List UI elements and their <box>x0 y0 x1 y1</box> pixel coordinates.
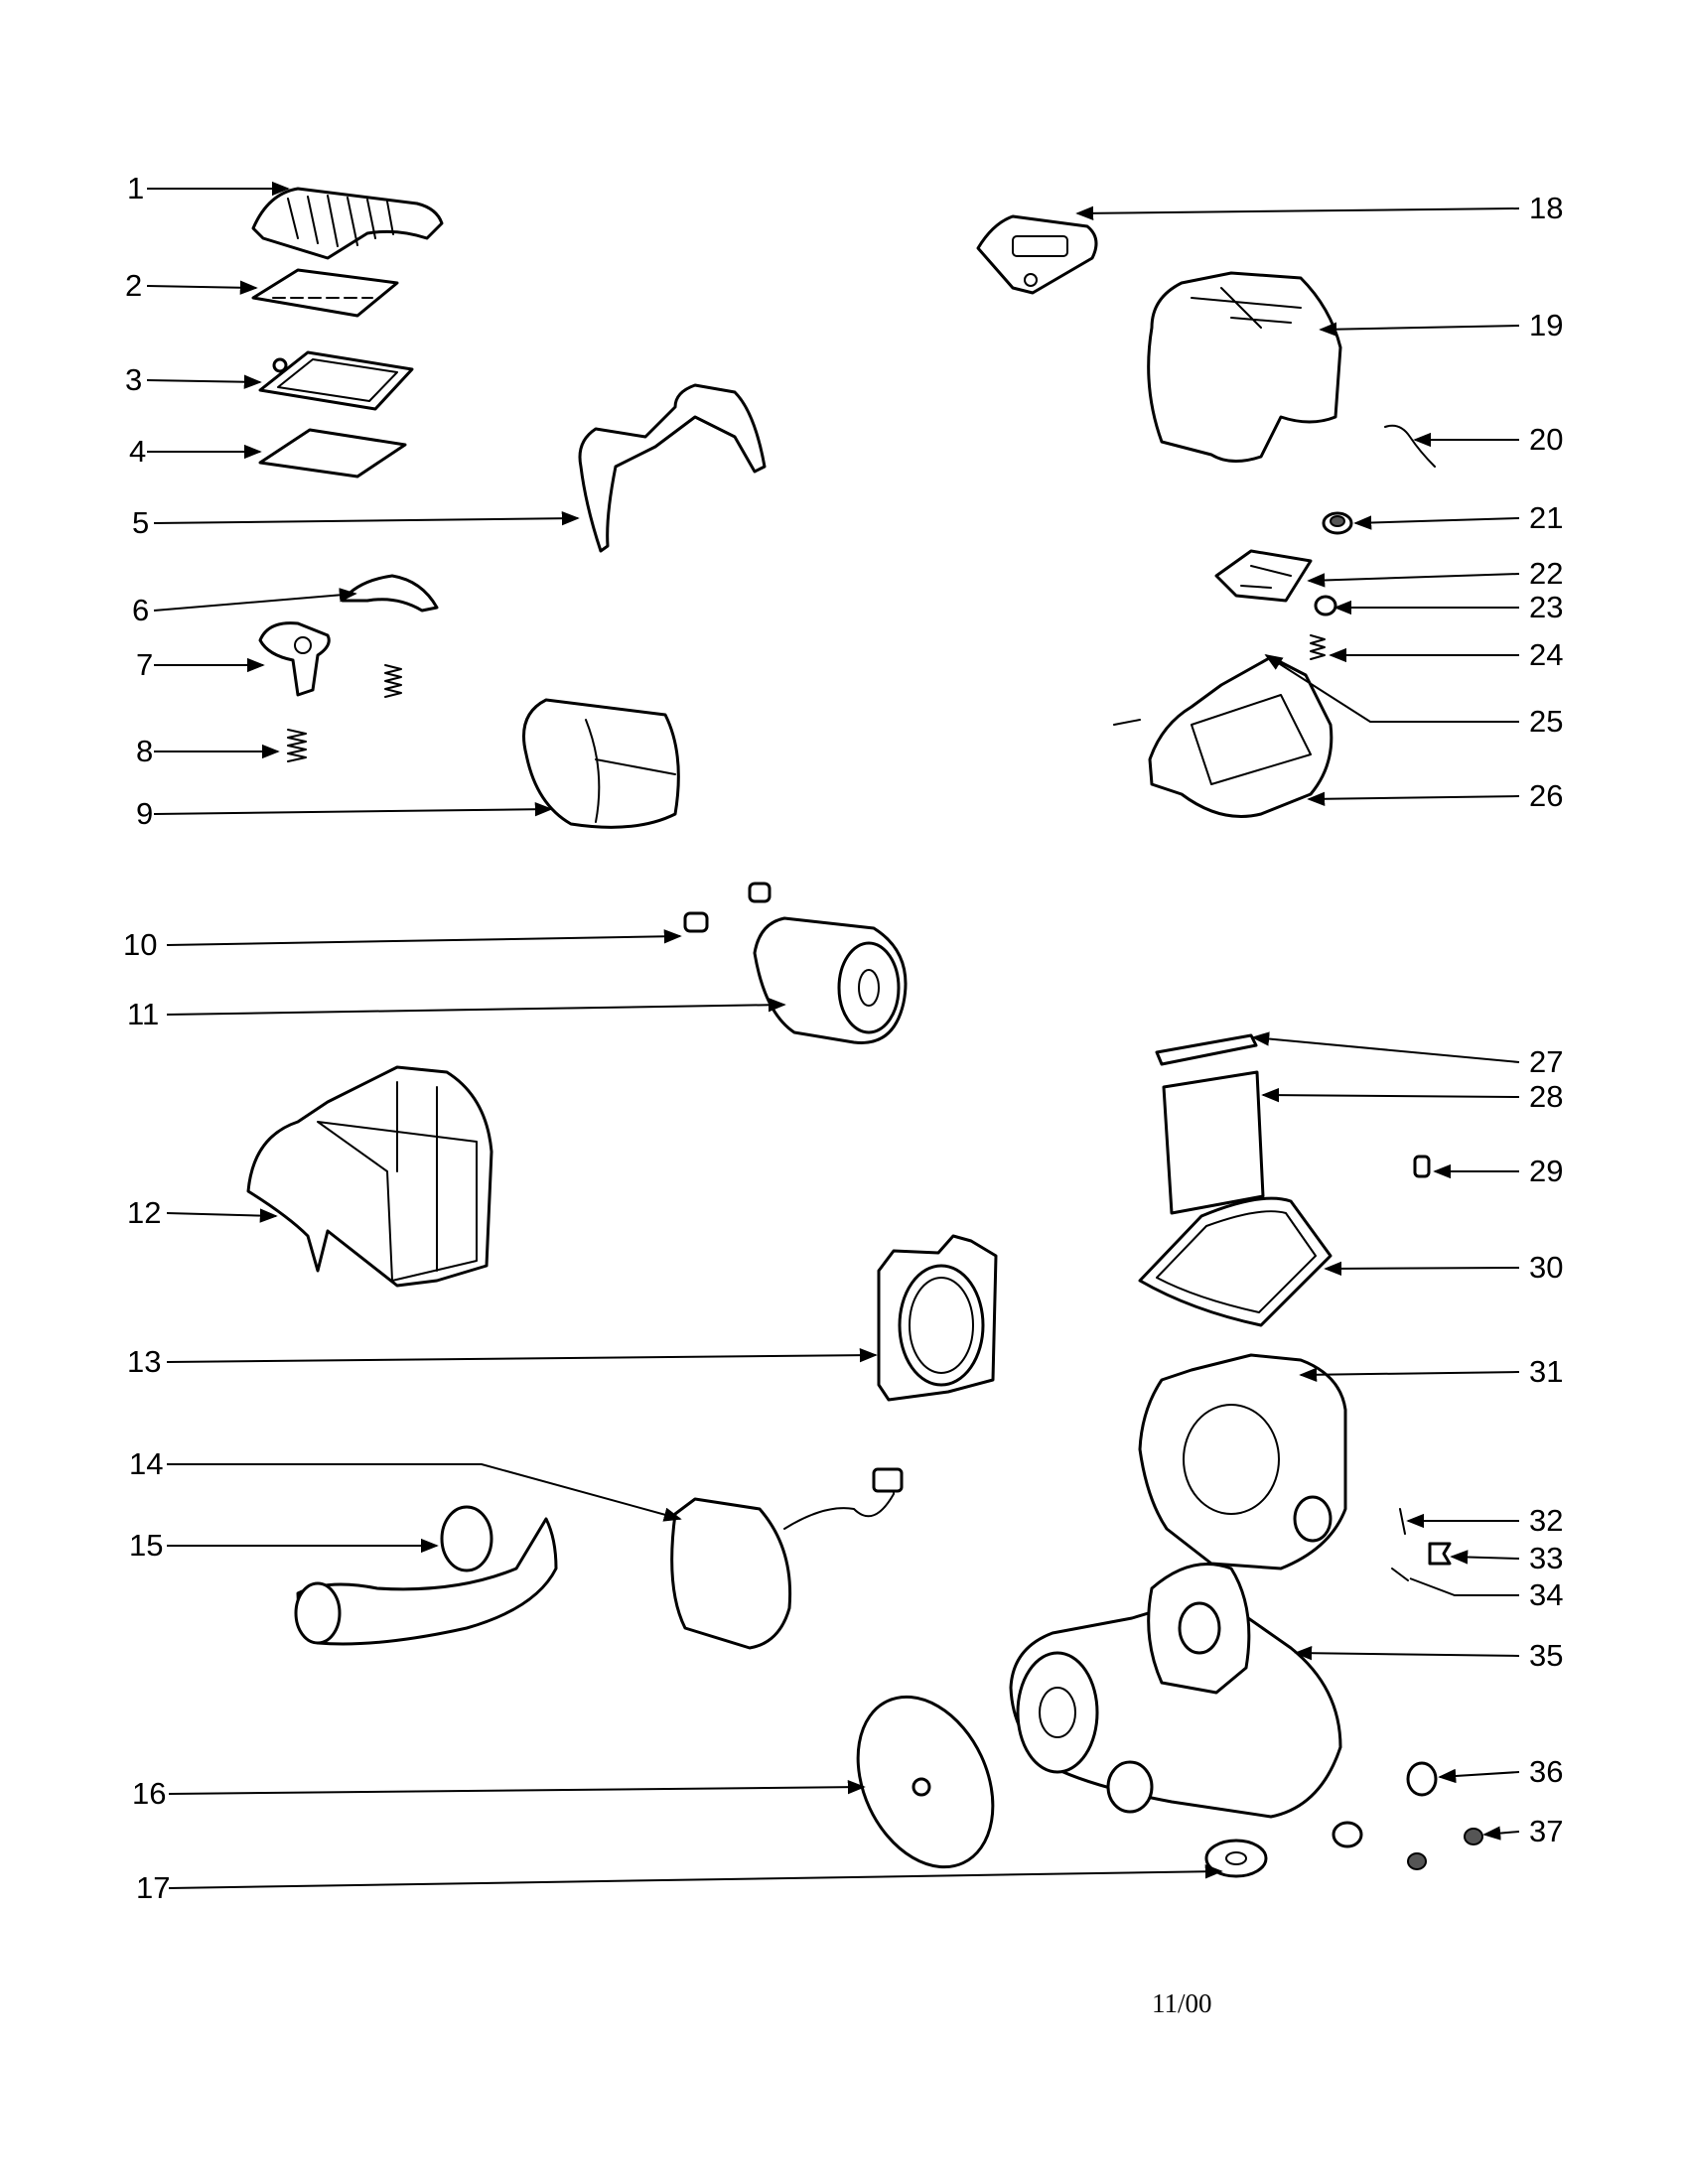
part-25-26-base-lid <box>1113 655 1333 818</box>
callout-21: 21 <box>1529 500 1563 535</box>
callout-26: 26 <box>1529 778 1563 813</box>
part-2-filter-pad <box>251 268 399 318</box>
callout-20: 20 <box>1529 422 1563 457</box>
part-35-base <box>1009 1563 1342 1819</box>
callout-19: 19 <box>1529 308 1563 342</box>
part-14-cord-assembly <box>670 1467 904 1650</box>
callout-15: 15 <box>129 1528 163 1563</box>
date-code: 11/00 <box>1152 1988 1212 2018</box>
callout-30: 30 <box>1529 1250 1563 1285</box>
part-27-strip <box>1155 1033 1258 1066</box>
part-22-switch-plate <box>1214 549 1313 603</box>
callout-labels: 1 2 3 4 5 6 7 8 9 10 11 12 13 14 15 16 1… <box>123 171 1563 1905</box>
callout-27: 27 <box>1529 1044 1563 1079</box>
callout-23: 23 <box>1529 590 1563 624</box>
callout-35: 35 <box>1529 1638 1563 1673</box>
callout-14: 14 <box>129 1446 163 1481</box>
leader-lines <box>146 181 1520 1889</box>
part-16-wheel-cover <box>856 1695 995 1869</box>
part-19-top-cover <box>1147 271 1342 463</box>
part-6-latch-cover <box>341 574 439 613</box>
callout-34: 34 <box>1529 1577 1563 1612</box>
part-18-lid-panel <box>976 214 1098 295</box>
callout-2: 2 <box>125 268 142 303</box>
part-5-cover-frame <box>578 383 767 553</box>
callout-10: 10 <box>123 927 157 962</box>
part-9-motor-band <box>522 698 680 829</box>
part-36-37-wheels <box>1406 1761 1483 1845</box>
callout-1: 1 <box>127 171 144 205</box>
callout-4: 4 <box>129 434 146 469</box>
part-30-gasket <box>1138 1196 1333 1327</box>
callout-12: 12 <box>127 1195 161 1230</box>
callout-36: 36 <box>1529 1754 1563 1789</box>
part-4-filter-sheet <box>258 428 407 478</box>
callout-32: 32 <box>1529 1503 1563 1538</box>
part-15-handle <box>294 1505 558 1646</box>
part-8-spring <box>287 664 402 762</box>
part-10-11-motor <box>683 882 908 1044</box>
callout-13: 13 <box>127 1344 161 1379</box>
callout-16: 16 <box>132 1776 166 1811</box>
callout-33: 33 <box>1529 1541 1563 1575</box>
callout-8: 8 <box>136 734 153 768</box>
callout-3: 3 <box>125 362 142 397</box>
part-3-filter-frame <box>258 350 414 411</box>
callout-5: 5 <box>132 505 149 540</box>
callout-28: 28 <box>1529 1079 1563 1114</box>
callout-24: 24 <box>1529 637 1563 672</box>
part-31-bag-chamber <box>1138 1353 1347 1570</box>
callout-17: 17 <box>136 1870 170 1905</box>
part-29-small-clip <box>1413 1155 1431 1178</box>
callout-6: 6 <box>132 593 149 627</box>
part-28-filter-sheet <box>1162 1070 1265 1215</box>
callout-29: 29 <box>1529 1154 1563 1188</box>
callout-31: 31 <box>1529 1354 1563 1389</box>
callout-25: 25 <box>1529 704 1563 739</box>
callout-11: 11 <box>127 997 159 1031</box>
part-21-23-bushings <box>1314 511 1353 616</box>
part-17-wheel-hub <box>1204 1821 1427 1878</box>
part-32-34-fasteners <box>1391 1508 1452 1581</box>
part-12-housing <box>246 1065 493 1288</box>
callout-37: 37 <box>1529 1814 1563 1848</box>
callout-9: 9 <box>136 796 153 831</box>
callout-18: 18 <box>1529 191 1563 225</box>
part-1-grille <box>251 187 444 260</box>
callout-7: 7 <box>136 647 153 682</box>
part-7-button <box>258 621 331 697</box>
part-13-seal-plate <box>877 1234 998 1402</box>
part-20-clip <box>1384 424 1436 468</box>
callout-22: 22 <box>1529 556 1563 591</box>
part-24-spring <box>1310 634 1326 660</box>
